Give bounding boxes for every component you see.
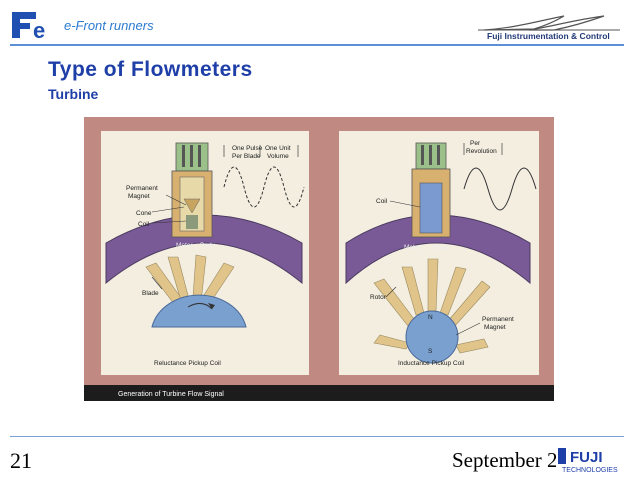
slide-subtitle: Turbine: [48, 86, 99, 102]
left-panel-title: Reluctance Pickup Coil: [154, 360, 221, 367]
label-meter-left: Meter: [176, 242, 193, 249]
page-number: 21: [10, 448, 32, 473]
fuji-technologies-logo: FUJI TECHNOLOGIES: [556, 442, 626, 476]
left-wave-label-2a: One Unit: [265, 145, 291, 152]
slide-date: September 2: [452, 448, 558, 472]
brand-tagline: e-Front runners: [64, 18, 154, 33]
label-body-left: Body: [200, 242, 216, 249]
left-wave-label-1b: Per Blade: [232, 153, 261, 160]
label-meter-right: Meter: [404, 244, 421, 251]
left-panel: [101, 131, 309, 375]
fuji-bird-logo-icon: [478, 15, 620, 31]
figure-caption: Generation of Turbine Flow Signal: [118, 391, 224, 398]
partner-name: Fuji Instrumentation & Control: [487, 31, 610, 41]
label-permanent-left: Permanent: [126, 185, 158, 192]
label-body-right: Body: [434, 244, 450, 251]
label-cone: Cone: [136, 210, 152, 217]
label-coil-left: Coil: [138, 221, 150, 228]
label-coil-right: Coil: [376, 198, 388, 205]
right-panel-title: Inductance Pickup Coil: [398, 360, 465, 367]
header-divider: [10, 44, 624, 46]
turbine-flow-figure: One Pulse Per Blade One Unit Volume Perm…: [84, 117, 554, 401]
svg-text:e: e: [33, 18, 45, 42]
left-wave-label-2b: Volume: [267, 153, 289, 160]
right-wave-label-b: Revolution: [466, 148, 497, 155]
label-blade: Blade: [142, 290, 159, 297]
label-magnet-right: Magnet: [484, 324, 506, 331]
fuji-wordmark: FUJI: [570, 449, 603, 466]
footer-divider: [10, 436, 624, 437]
right-wave-label-a: Per: [470, 140, 481, 147]
caption-bar: [84, 385, 554, 401]
label-south: S: [428, 348, 433, 355]
left-wave-label-1a: One Pulse: [232, 145, 263, 152]
label-north: N: [428, 314, 433, 321]
fuji-technologies-text: TECHNOLOGIES: [562, 467, 618, 474]
label-rotor: Rotor: [370, 294, 387, 301]
label-permanent-right: Permanent: [482, 316, 514, 323]
right-panel: [339, 131, 539, 375]
label-magnet-left: Magnet: [128, 193, 150, 200]
slide-title: Type of Flowmeters: [48, 58, 253, 81]
fe-logo: e: [12, 12, 45, 42]
